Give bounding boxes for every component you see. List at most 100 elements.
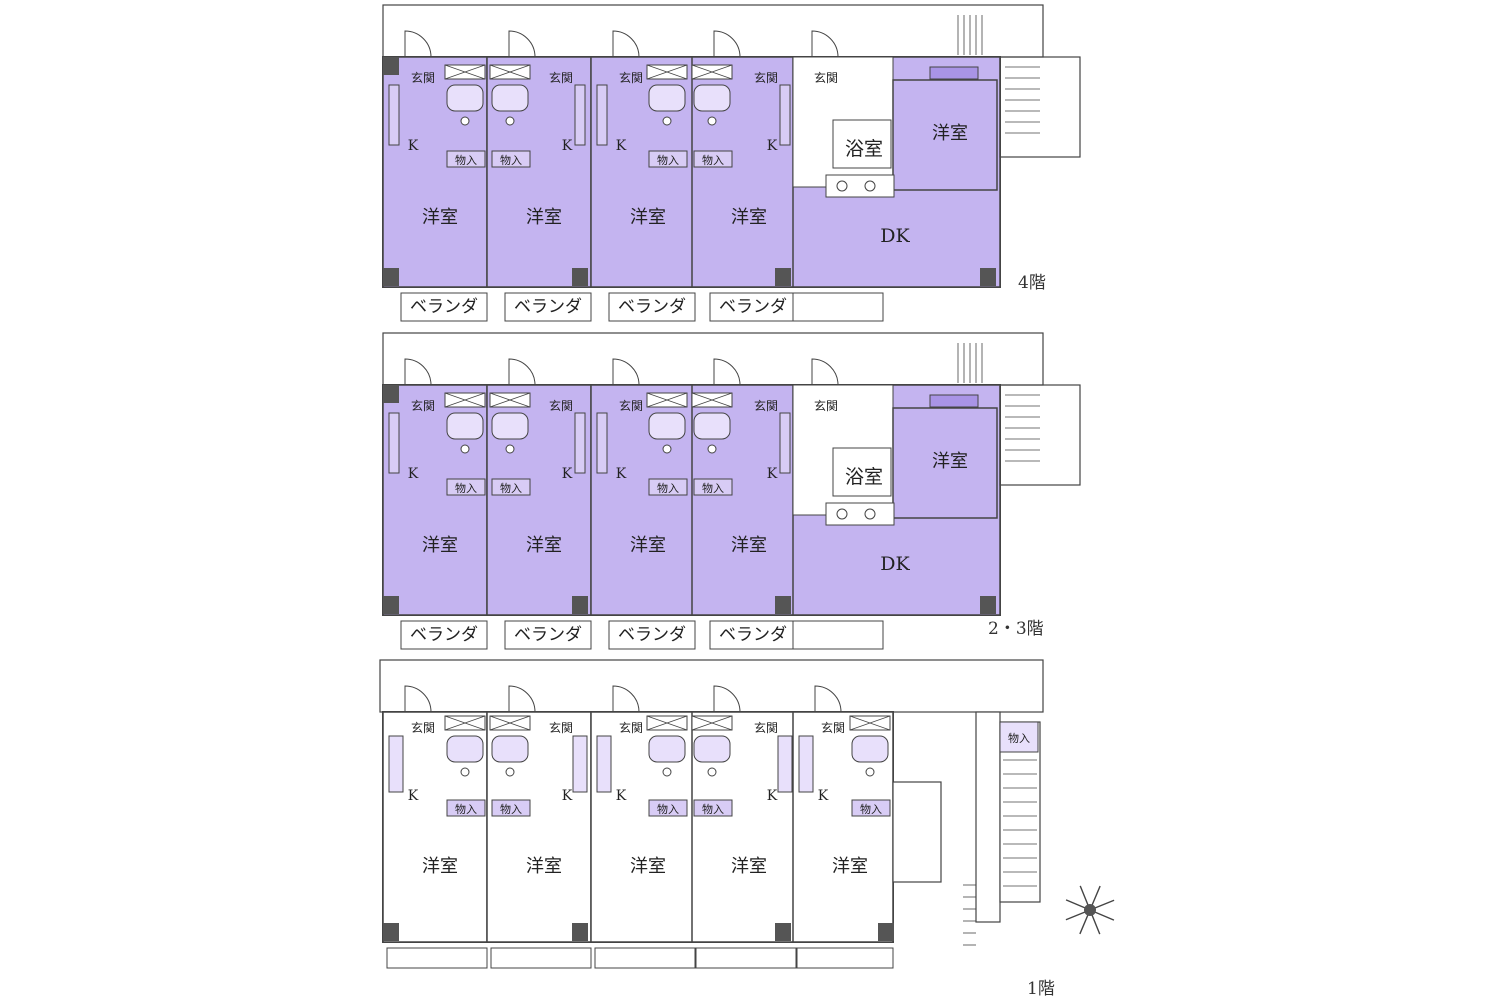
f23-unit-2-room: 洋室 (526, 535, 562, 556)
f1-monoire-b1: 物入 (657, 802, 679, 816)
f1-unit-2-room: 洋室 (526, 856, 562, 877)
f23-unit-1-counter (388, 412, 400, 474)
f1-bath-a2-x2 (489, 715, 531, 731)
f4-unit-3-counter (596, 84, 608, 146)
floor-label-1: 1階 (1027, 979, 1055, 999)
f1-unit-3-room: 洋室 (630, 856, 666, 877)
compass-center (1084, 904, 1096, 916)
f1-pillar-2 (775, 923, 791, 941)
f23-unit-2-counter (574, 412, 586, 474)
f1-bath-a1-x2 (444, 715, 486, 731)
f4-yokushitsu: 浴室 (845, 138, 883, 160)
f4-bath-a2-tub (491, 84, 529, 112)
f1-pillar-0 (383, 923, 399, 941)
f23-monoire-a1-box (446, 478, 486, 496)
f4-large-genkan: 玄関 (814, 70, 838, 85)
f4-unit-4-door (713, 30, 741, 58)
f23-bath-room (832, 447, 892, 497)
f23-large-door (811, 358, 839, 386)
f4-pillar-1 (572, 268, 588, 286)
f4-bath-a2-sink (505, 116, 515, 126)
f23-veranda-large (792, 620, 884, 650)
f1-bath-b1-sink (662, 767, 672, 777)
f23-unit-3-kitchen: K (616, 466, 627, 482)
f1-unit-4-counter (777, 735, 793, 793)
f4-dk: DK (880, 225, 910, 247)
f23-large-kitchen (825, 502, 895, 526)
f1-stair-wall (975, 711, 1001, 923)
f1-unit-3-counter (596, 735, 612, 793)
f1-unit-5-room: 洋室 (832, 856, 868, 877)
f1-monoire-c1: 物入 (860, 802, 882, 816)
f23-bath-a1-x2 (444, 392, 486, 408)
f4-unit-4-room: 洋室 (731, 207, 767, 228)
f23-pillar-1 (572, 596, 588, 614)
f1-unit-1-room: 洋室 (422, 856, 458, 877)
f1-pillar-3 (878, 923, 894, 941)
f23-pillar-3 (980, 596, 996, 614)
f1-monoire-b2-box (693, 799, 733, 817)
f4-veranda-1-box (400, 292, 488, 322)
f23-monoire-b2-box (693, 478, 733, 496)
f1-bath-a1-tub (446, 735, 484, 763)
f1-unit-4-kitchen: K (767, 788, 778, 804)
f23-unit-1-kitchen: K (408, 466, 419, 482)
f4-large-kitchen (825, 174, 895, 198)
f4-unit-2-kitchen: K (562, 138, 573, 154)
f23-bath-b1-tub (648, 412, 686, 440)
f1-unit-2-genkan: 玄関 (549, 720, 573, 735)
f23-unit-4-room: 洋室 (731, 535, 767, 556)
f23-veranda-1-box (400, 620, 488, 650)
f23-monoire-a1: 物入 (455, 481, 477, 495)
f1-bath-c1-tub (851, 735, 889, 763)
f1-unit-4-door (713, 685, 741, 713)
f1-balcony-4 (695, 947, 797, 969)
f1-monoire-a2: 物入 (500, 802, 522, 816)
f1-unit-1-kitchen: K (408, 788, 419, 804)
f1-bath-b1-tub (648, 735, 686, 763)
f23-stove-2 (864, 508, 876, 520)
f4-stove-2 (864, 180, 876, 192)
f4-unit-3-door (612, 30, 640, 58)
f23-monoire-a2-box (491, 478, 531, 496)
f23-unit-3-counter (596, 412, 608, 474)
f1-bath-c1-sink (865, 767, 875, 777)
f4-bath-a2-x2 (489, 64, 531, 80)
f23-monoire-b1: 物入 (657, 481, 679, 495)
f4-monoire-b1: 物入 (657, 153, 679, 167)
f23-yokushitsu: 浴室 (845, 466, 883, 488)
f4-large-closet (929, 66, 979, 80)
f1-unit-5-counter (798, 735, 814, 793)
f4-bath-a1-x2 (444, 64, 486, 80)
f4-monoire-a1: 物入 (455, 153, 477, 167)
f23-monoire-b2: 物入 (702, 481, 724, 495)
f1-unit-2-counter (572, 735, 588, 793)
f1-bath-a1-sink (460, 767, 470, 777)
f23-unit-4-genkan: 玄関 (754, 398, 778, 413)
f4-monoire-b1-box (648, 150, 688, 168)
f4-veranda-3-box (608, 292, 696, 322)
f4-bath-b2-tub (693, 84, 731, 112)
f1-bath-a2-sink (505, 767, 515, 777)
f1-unit-5-door (814, 685, 842, 713)
f4-veranda-1: ベランダ (410, 297, 478, 317)
f23-large-room (892, 407, 998, 519)
f4-stair-well (999, 56, 1081, 158)
f4-pillar-0 (383, 268, 399, 286)
f4-veranda-3: ベランダ (618, 297, 686, 317)
f4-unit-4-counter (779, 84, 791, 146)
f23-unit-1-genkan: 玄関 (411, 398, 435, 413)
f23-unit-3-genkan: 玄関 (619, 398, 643, 413)
f1-monoire-a2-box (491, 799, 531, 817)
f23-stair-well (999, 384, 1081, 486)
f4-pillar-2 (775, 268, 791, 286)
f23-unit-2-door (508, 358, 536, 386)
f23-monoire-a2: 物入 (500, 481, 522, 495)
f1-stair-monoire: 物入 (1008, 731, 1030, 745)
f1-bath-b2-sink (707, 767, 717, 777)
f23-unit-1-room: 洋室 (422, 535, 458, 556)
f23-large-genkan: 玄関 (814, 398, 838, 413)
f4-pillar-4 (383, 57, 399, 75)
f4-bath-b2-sink (707, 116, 717, 126)
